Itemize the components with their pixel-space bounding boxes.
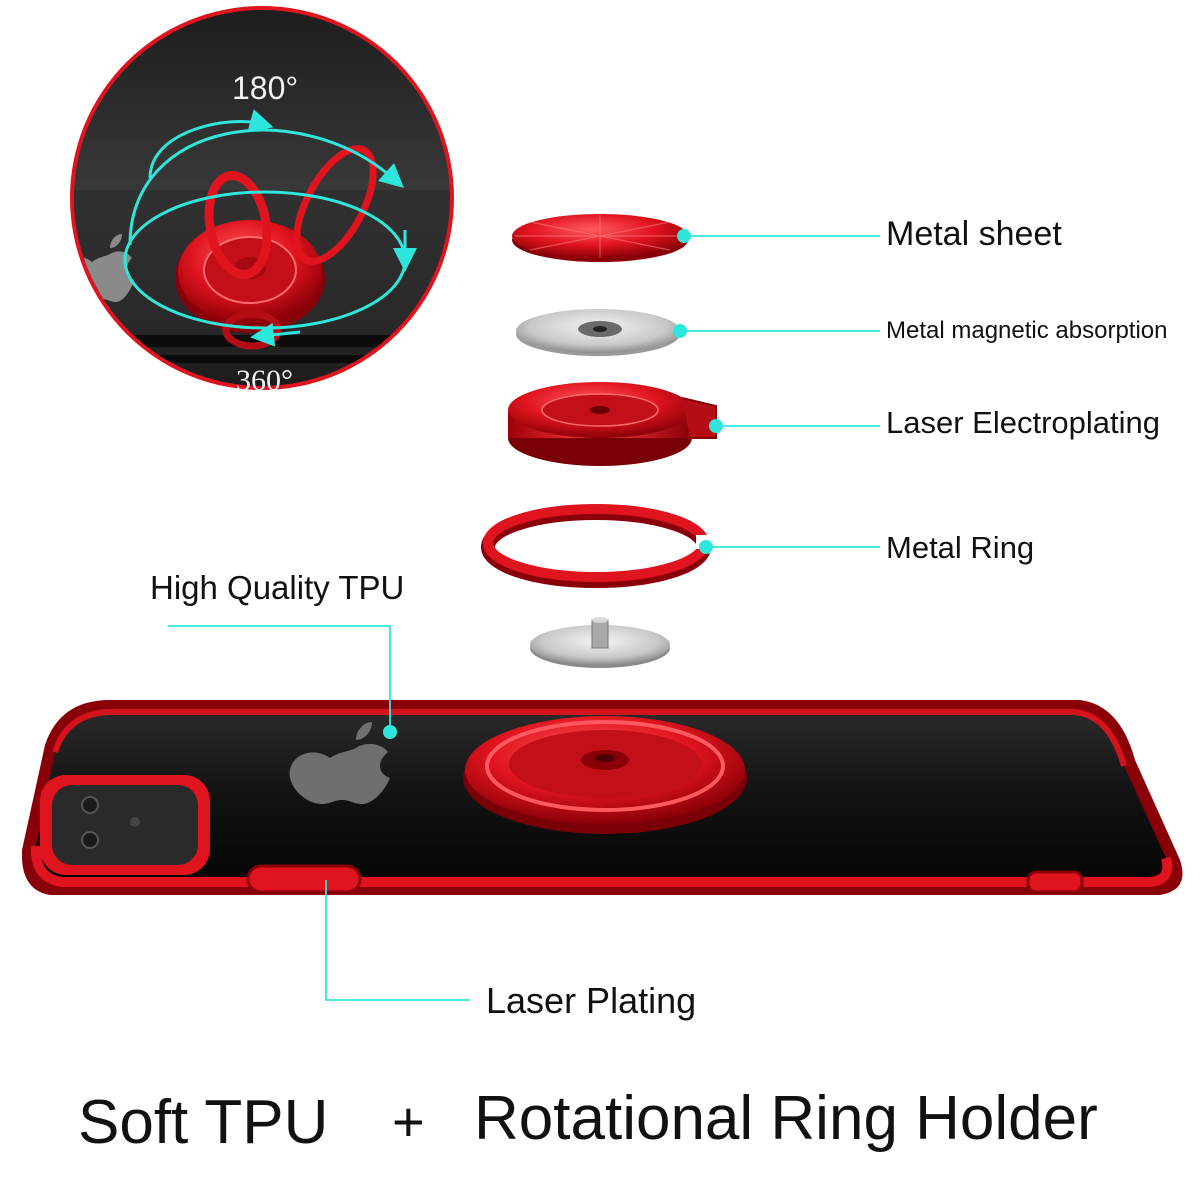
metal-ring-part bbox=[481, 504, 712, 588]
label-high-quality-tpu: High Quality TPU bbox=[150, 569, 405, 606]
side-switch bbox=[1026, 870, 1084, 894]
label-metal-ring: Metal Ring bbox=[886, 530, 1035, 565]
laser-electroplating-part bbox=[508, 382, 717, 466]
rotation-inset bbox=[70, 6, 454, 390]
label-laser-plating: Laser Plating bbox=[486, 980, 697, 1021]
side-button bbox=[246, 864, 362, 894]
rotation-arrow-icon bbox=[123, 109, 417, 347]
footer-plus: + bbox=[392, 1090, 425, 1153]
label-laser-electroplating: Laser Electroplating bbox=[886, 405, 1160, 440]
metal-sheet-part bbox=[512, 214, 688, 262]
angle-top-label: 180° bbox=[232, 70, 299, 106]
angle-bottom-label: 360° bbox=[236, 364, 293, 397]
metal-magnetic-absorption-part bbox=[516, 309, 680, 356]
label-metal-sheet: Metal sheet bbox=[886, 215, 1062, 253]
camera-module bbox=[40, 775, 210, 875]
callout-dots bbox=[383, 229, 723, 739]
callout-lines bbox=[168, 235, 880, 1001]
pin-part bbox=[530, 617, 670, 668]
label-metal-magnetic-absorption: Metal magnetic absorption bbox=[886, 317, 1168, 344]
footer-soft-tpu: Soft TPU bbox=[78, 1088, 329, 1157]
phone-case bbox=[21, 700, 1183, 895]
footer-rotational-ring-holder: Rotational Ring Holder bbox=[474, 1084, 1098, 1153]
ring-holder-mounted bbox=[463, 716, 747, 834]
apple-logo-icon bbox=[289, 722, 390, 804]
